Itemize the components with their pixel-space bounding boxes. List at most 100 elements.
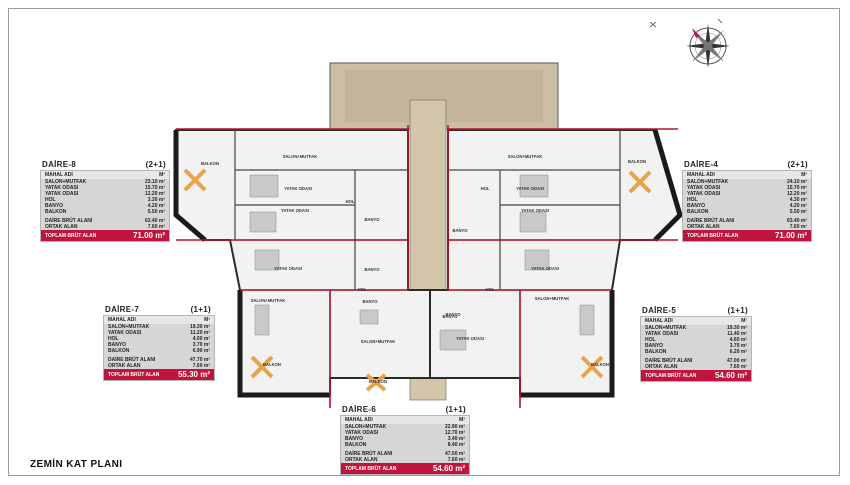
room-area: 6.90 m² bbox=[192, 348, 210, 354]
gross-value: 47.00 m² bbox=[444, 451, 465, 457]
total-row: TOPLAM BRÜT ALAN 71.00 m² bbox=[683, 230, 811, 241]
col-name-header: MAHAL ADI bbox=[45, 172, 73, 178]
drawing-frame bbox=[8, 8, 840, 476]
gross-value: 47.00 m² bbox=[726, 358, 747, 364]
unit-title: DAİRE-7 bbox=[105, 305, 140, 314]
room-label: BALKON bbox=[628, 159, 646, 164]
room-label: SALON+MUTFAK bbox=[361, 339, 396, 344]
unit-type: (1+1) bbox=[190, 305, 211, 314]
room-name: SALON+MUTFAK bbox=[345, 424, 387, 430]
room-name: YATAK ODASI bbox=[645, 331, 679, 337]
right-balcony-edge bbox=[652, 129, 683, 242]
total-value: 71.00 m² bbox=[774, 231, 807, 240]
common-value: 7.60 m² bbox=[192, 363, 210, 369]
room-area: 3.70 m² bbox=[192, 342, 210, 348]
bottom-right-balcony-edge bbox=[520, 290, 615, 398]
room-label: SALON+MUTFAK bbox=[508, 154, 543, 159]
room-label: HOL bbox=[346, 199, 355, 204]
room-area: 6.20 m² bbox=[729, 349, 747, 355]
room-label: BALKON bbox=[369, 379, 387, 384]
room-labels: BALKON SALON+MUTFAK YATAK ODASI YATAK ODASI… bbox=[201, 154, 646, 384]
room-name: SALON+MUTFAK bbox=[108, 324, 150, 330]
room-area: 24.10 m² bbox=[786, 179, 807, 185]
balcony-umbrella-icons bbox=[183, 168, 652, 392]
table-row: HOL 3.30 m² bbox=[41, 197, 169, 203]
room-label: SALON+MUTFAK bbox=[251, 298, 286, 303]
room-area: 12.20 m² bbox=[144, 191, 165, 197]
room-name: HOL bbox=[108, 336, 119, 342]
room-label: BANYO bbox=[362, 299, 378, 304]
total-label: TOPLAM BRÜT ALAN bbox=[687, 232, 739, 239]
room-label: HOL bbox=[481, 186, 490, 191]
common-label: ORTAK ALAN bbox=[645, 364, 678, 370]
col-name-header: MAHAL ADI bbox=[645, 318, 673, 324]
table-row: SALON+MUTFAK 22.90 m² bbox=[341, 424, 469, 430]
room-label: YATAK ODASI bbox=[516, 186, 544, 191]
room-name: BANYO bbox=[645, 343, 664, 349]
room-label: HOL bbox=[486, 287, 495, 292]
room-area: 15.70 m² bbox=[786, 185, 807, 191]
room-name: YATAK ODASI bbox=[108, 330, 142, 336]
total-value: 55.30 m² bbox=[177, 370, 210, 379]
room-name: BANYO bbox=[45, 203, 64, 209]
room-area: 4.60 m² bbox=[729, 337, 747, 343]
furniture bbox=[249, 174, 595, 351]
room-area: 19.30 m² bbox=[726, 325, 747, 331]
common-value: 7.60 m² bbox=[729, 364, 747, 370]
room-area: 11.40 m² bbox=[727, 331, 747, 337]
col-name-header: MAHAL ADI bbox=[687, 172, 715, 178]
room-label: YATAK ODASI bbox=[281, 208, 309, 213]
gross-label: DAİRE BRÜT ALANI bbox=[645, 358, 693, 364]
room-name: SALON+MUTFAK bbox=[687, 179, 729, 185]
room-label: HOL bbox=[358, 287, 367, 292]
total-label: TOPLAM BRÜT ALAN bbox=[345, 465, 397, 472]
room-label: BANYO bbox=[364, 217, 380, 222]
table-row: YATAK ODASI 11.40 m² bbox=[641, 331, 751, 337]
room-name: BANYO bbox=[108, 342, 127, 348]
room-label: YATAK ODASI bbox=[456, 336, 484, 341]
room-label: YATAK ODASI bbox=[521, 208, 549, 213]
total-value: 54.60 m² bbox=[432, 464, 465, 473]
room-name: HOL bbox=[45, 197, 56, 203]
unit-type: (2+1) bbox=[787, 160, 808, 169]
room-name: BALKON bbox=[45, 209, 67, 215]
room-area: 3.30 m² bbox=[147, 197, 165, 203]
room-name: SALON+MUTFAK bbox=[645, 325, 687, 331]
common-label: ORTAK ALAN bbox=[687, 224, 720, 230]
room-name: YATAK ODASI bbox=[345, 430, 379, 436]
gross-value: 47.70 m² bbox=[189, 357, 210, 363]
bottom-left-balcony-edge bbox=[237, 290, 330, 398]
room-label: BANYO bbox=[364, 267, 380, 272]
room-label: YATAK ODASI bbox=[531, 266, 559, 271]
table-row: BANYO 3.70 m² bbox=[104, 342, 214, 348]
unit-title: DAİRE-5 bbox=[642, 306, 677, 315]
common-value: 7.60 m² bbox=[789, 224, 807, 230]
room-label: BANYO bbox=[442, 314, 458, 319]
room-name: YATAK ODASI bbox=[45, 185, 79, 191]
gross-label: DAİRE BRÜT ALANI bbox=[345, 451, 393, 457]
total-label: TOPLAM BRÜT ALAN bbox=[45, 232, 97, 239]
room-area: 5.50 m² bbox=[147, 209, 165, 215]
gross-label: DAİRE BRÜT ALANI bbox=[687, 218, 735, 224]
table-row: BALKON 5.50 m² bbox=[41, 209, 169, 215]
room-name: HOL bbox=[687, 197, 698, 203]
left-balcony-edge bbox=[173, 130, 207, 242]
col-unit-header: M² bbox=[459, 417, 465, 423]
room-area: 22.90 m² bbox=[444, 424, 465, 430]
room-label: YATAK ODASI bbox=[284, 186, 312, 191]
gross-label: DAİRE BRÜT ALANI bbox=[108, 357, 156, 363]
common-row: ORTAK ALAN 7.60 m² bbox=[641, 364, 751, 370]
